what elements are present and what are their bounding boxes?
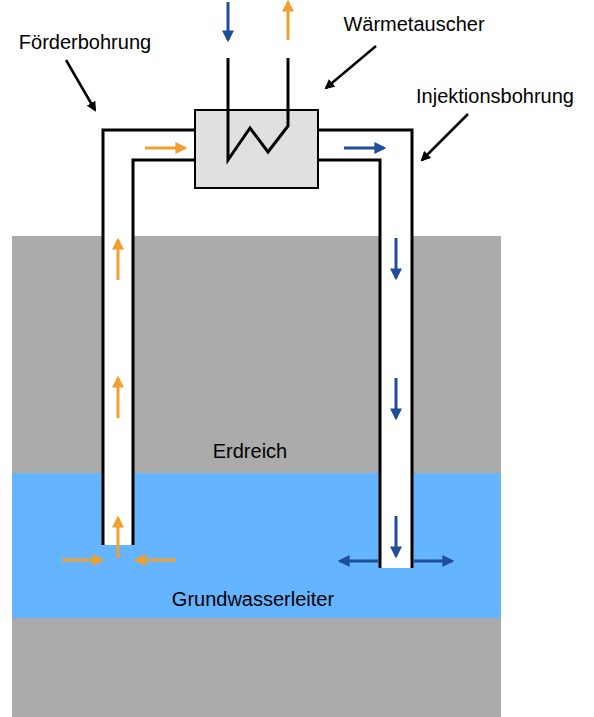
part-label: Injektionsbohrung [416,84,574,108]
soil-band [12,236,501,717]
region-label: Grundwasserleiter [172,587,334,611]
aquifer-band [12,473,501,618]
leader-line [422,114,468,160]
heat-exchanger [195,110,318,188]
soil-region: Erdreich [12,236,501,473]
region-label: Erdreich [213,439,287,463]
production-pipe [103,130,195,545]
injection-pipe [318,130,412,568]
leader-line [66,60,95,110]
heat-exchanger-coil [228,58,288,160]
aquifer-region: Grundwasserleiter [12,473,501,618]
leader-line [326,46,376,88]
part-label: Wärmetauscher [343,12,484,36]
part-label: Förderbohrung [19,30,151,54]
